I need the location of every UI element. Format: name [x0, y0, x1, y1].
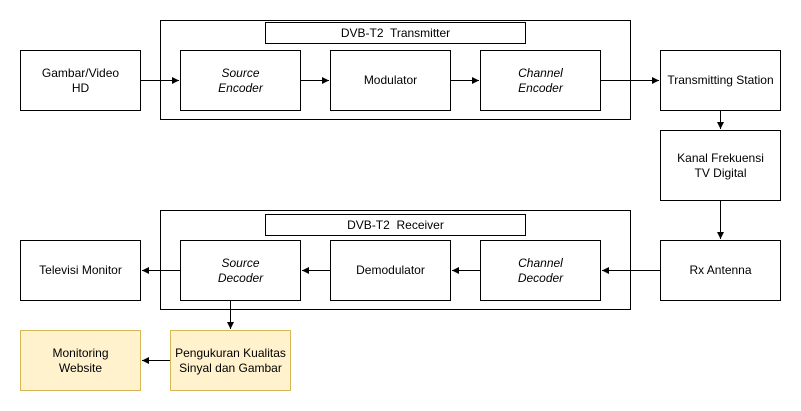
transmitting-station-block: Transmitting Station	[660, 50, 781, 111]
input-video-block: Gambar/Video HD	[20, 50, 141, 111]
receiver-title: DVB-T2 Receiver	[265, 214, 526, 236]
rx-antenna-block: Rx Antenna	[660, 240, 781, 301]
frequency-channel-block: Kanal Frekuensi TV Digital	[660, 130, 781, 201]
tv-monitor-block: Televisi Monitor	[20, 240, 141, 301]
channel-decoder-block: Channel Decoder	[480, 240, 601, 301]
measurement-block: Pengukuran Kualitas Sinyal dan Gambar	[170, 330, 291, 391]
monitoring-website-block: Monitoring Website	[20, 330, 141, 391]
modulator-block: Modulator	[330, 50, 451, 111]
source-decoder-block: Source Decoder	[180, 240, 301, 301]
source-encoder-block: Source Encoder	[180, 50, 301, 111]
transmitter-title: DVB-T2 Transmitter	[265, 22, 526, 44]
channel-encoder-block: Channel Encoder	[480, 50, 601, 111]
demodulator-block: Demodulator	[330, 240, 451, 301]
